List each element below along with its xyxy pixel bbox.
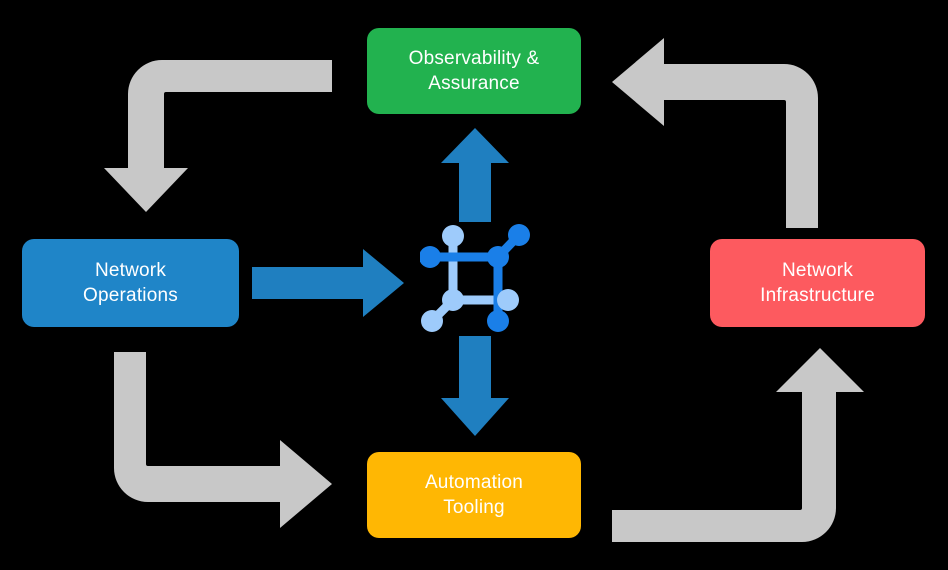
connector-center-to-observability	[441, 128, 509, 222]
node-label-observability: Observability & Assurance	[408, 47, 540, 94]
node-label-network-infrastructure: Network Infrastructure	[760, 259, 875, 306]
connector-observability-to-operations	[104, 60, 332, 212]
connector-center-to-automation	[441, 336, 509, 436]
node-box-automation-tooling[interactable]: Automation Tooling	[367, 452, 581, 538]
connector-automation-to-infrastructure	[612, 348, 864, 542]
connector-infrastructure-to-observability	[612, 38, 818, 228]
connector-operations-to-automation	[114, 352, 332, 528]
node-label-automation-tooling: Automation Tooling	[424, 471, 524, 518]
connector-operations-to-center	[252, 249, 404, 317]
network-topology-icon	[420, 224, 530, 332]
node-box-observability[interactable]: Observability & Assurance	[367, 28, 581, 114]
node-box-network-infrastructure[interactable]: Network Infrastructure	[710, 239, 925, 327]
node-label-network-operations: Network Operations	[83, 259, 178, 306]
node-box-network-operations[interactable]: Network Operations	[22, 239, 239, 327]
